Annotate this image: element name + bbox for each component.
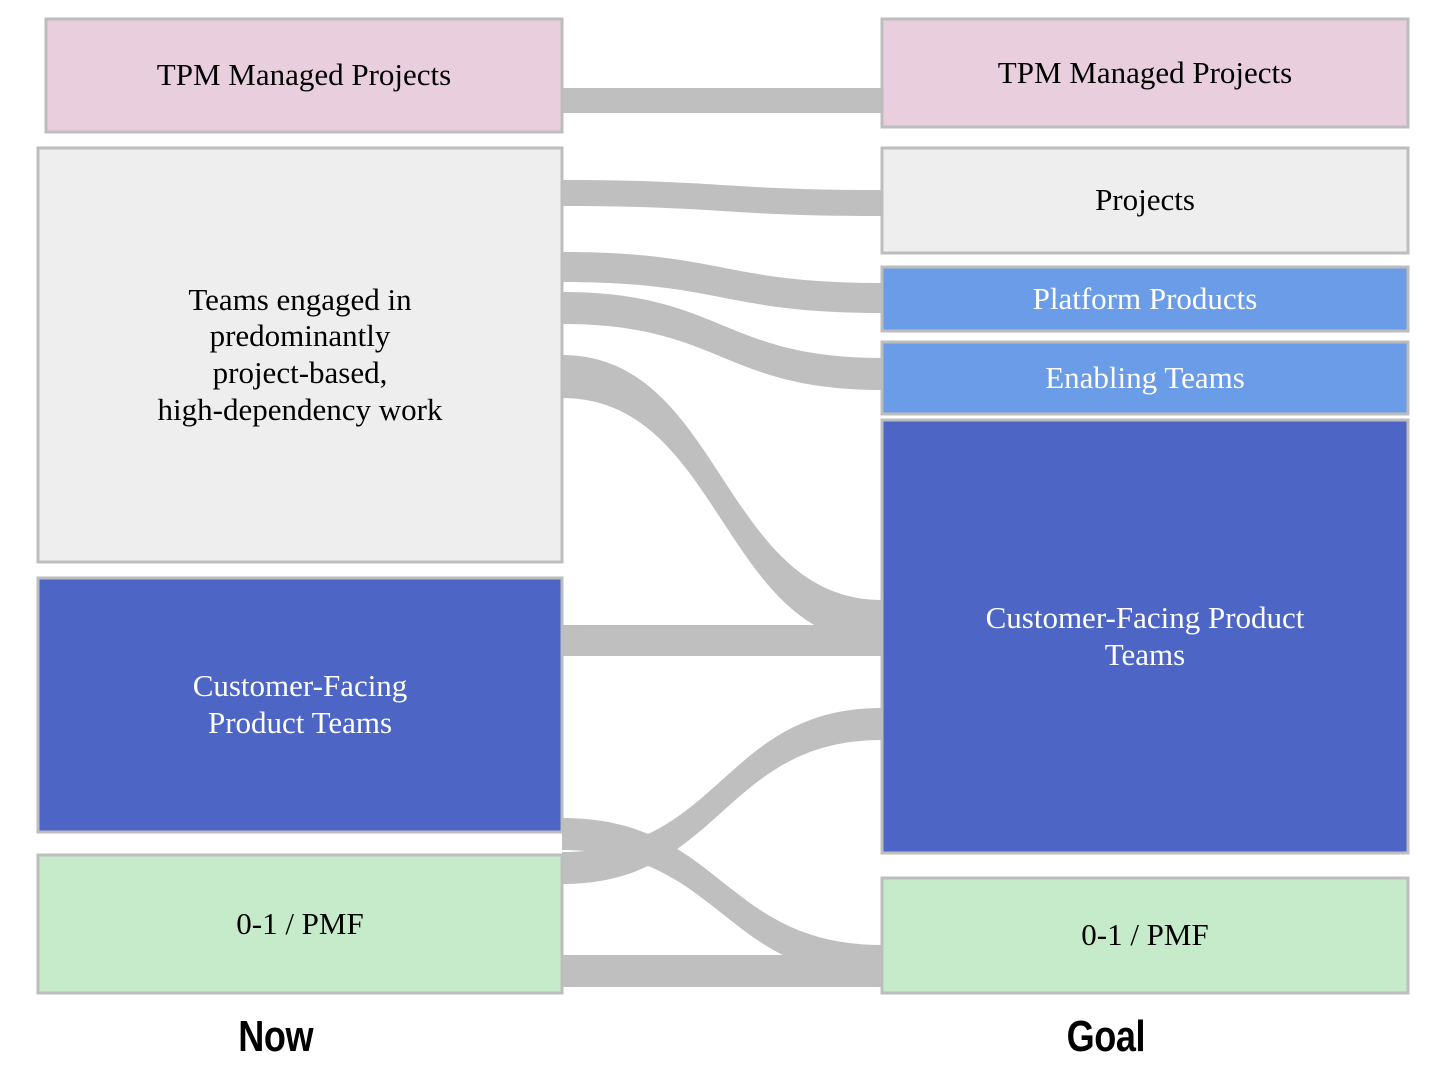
sankey-link-now-project-teams-to-goal-cfpt bbox=[562, 355, 882, 643]
axis-label-now: Now bbox=[238, 1012, 314, 1061]
sankey-links-layer bbox=[562, 88, 882, 987]
sankey-nodes-layer bbox=[36, 17, 1410, 995]
sankey-link-now-project-teams-to-goal-platform bbox=[562, 252, 882, 313]
axis-label-goal: Goal bbox=[1066, 1012, 1146, 1061]
sankey-node-now-project-teams[interactable] bbox=[36, 146, 564, 564]
sankey-node-now-tpm[interactable] bbox=[44, 17, 564, 134]
sankey-node-goal-cfpt[interactable] bbox=[880, 418, 1410, 855]
sankey-node-now-pmf[interactable] bbox=[36, 853, 564, 995]
sankey-link-now-project-teams-to-goal-enabling bbox=[562, 292, 882, 390]
sankey-node-goal-projects[interactable] bbox=[880, 146, 1410, 255]
sankey-node-goal-pmf[interactable] bbox=[880, 876, 1410, 995]
sankey-link-now-tpm-to-goal-tpm bbox=[562, 88, 882, 113]
sankey-link-now-project-teams-to-goal-projects bbox=[562, 180, 882, 216]
sankey-link-now-cfpt-to-goal-pmf bbox=[562, 818, 882, 977]
sankey-link-now-cfpt-to-goal-cfpt bbox=[562, 625, 882, 656]
sankey-node-goal-enabling[interactable] bbox=[880, 340, 1410, 416]
sankey-link-now-pmf-to-goal-pmf bbox=[562, 955, 882, 987]
sankey-node-now-cfpt[interactable] bbox=[36, 576, 564, 834]
sankey-node-goal-tpm[interactable] bbox=[880, 17, 1410, 129]
sankey-link-now-pmf-to-goal-cfpt bbox=[562, 708, 882, 884]
sankey-node-goal-platform[interactable] bbox=[880, 265, 1410, 333]
